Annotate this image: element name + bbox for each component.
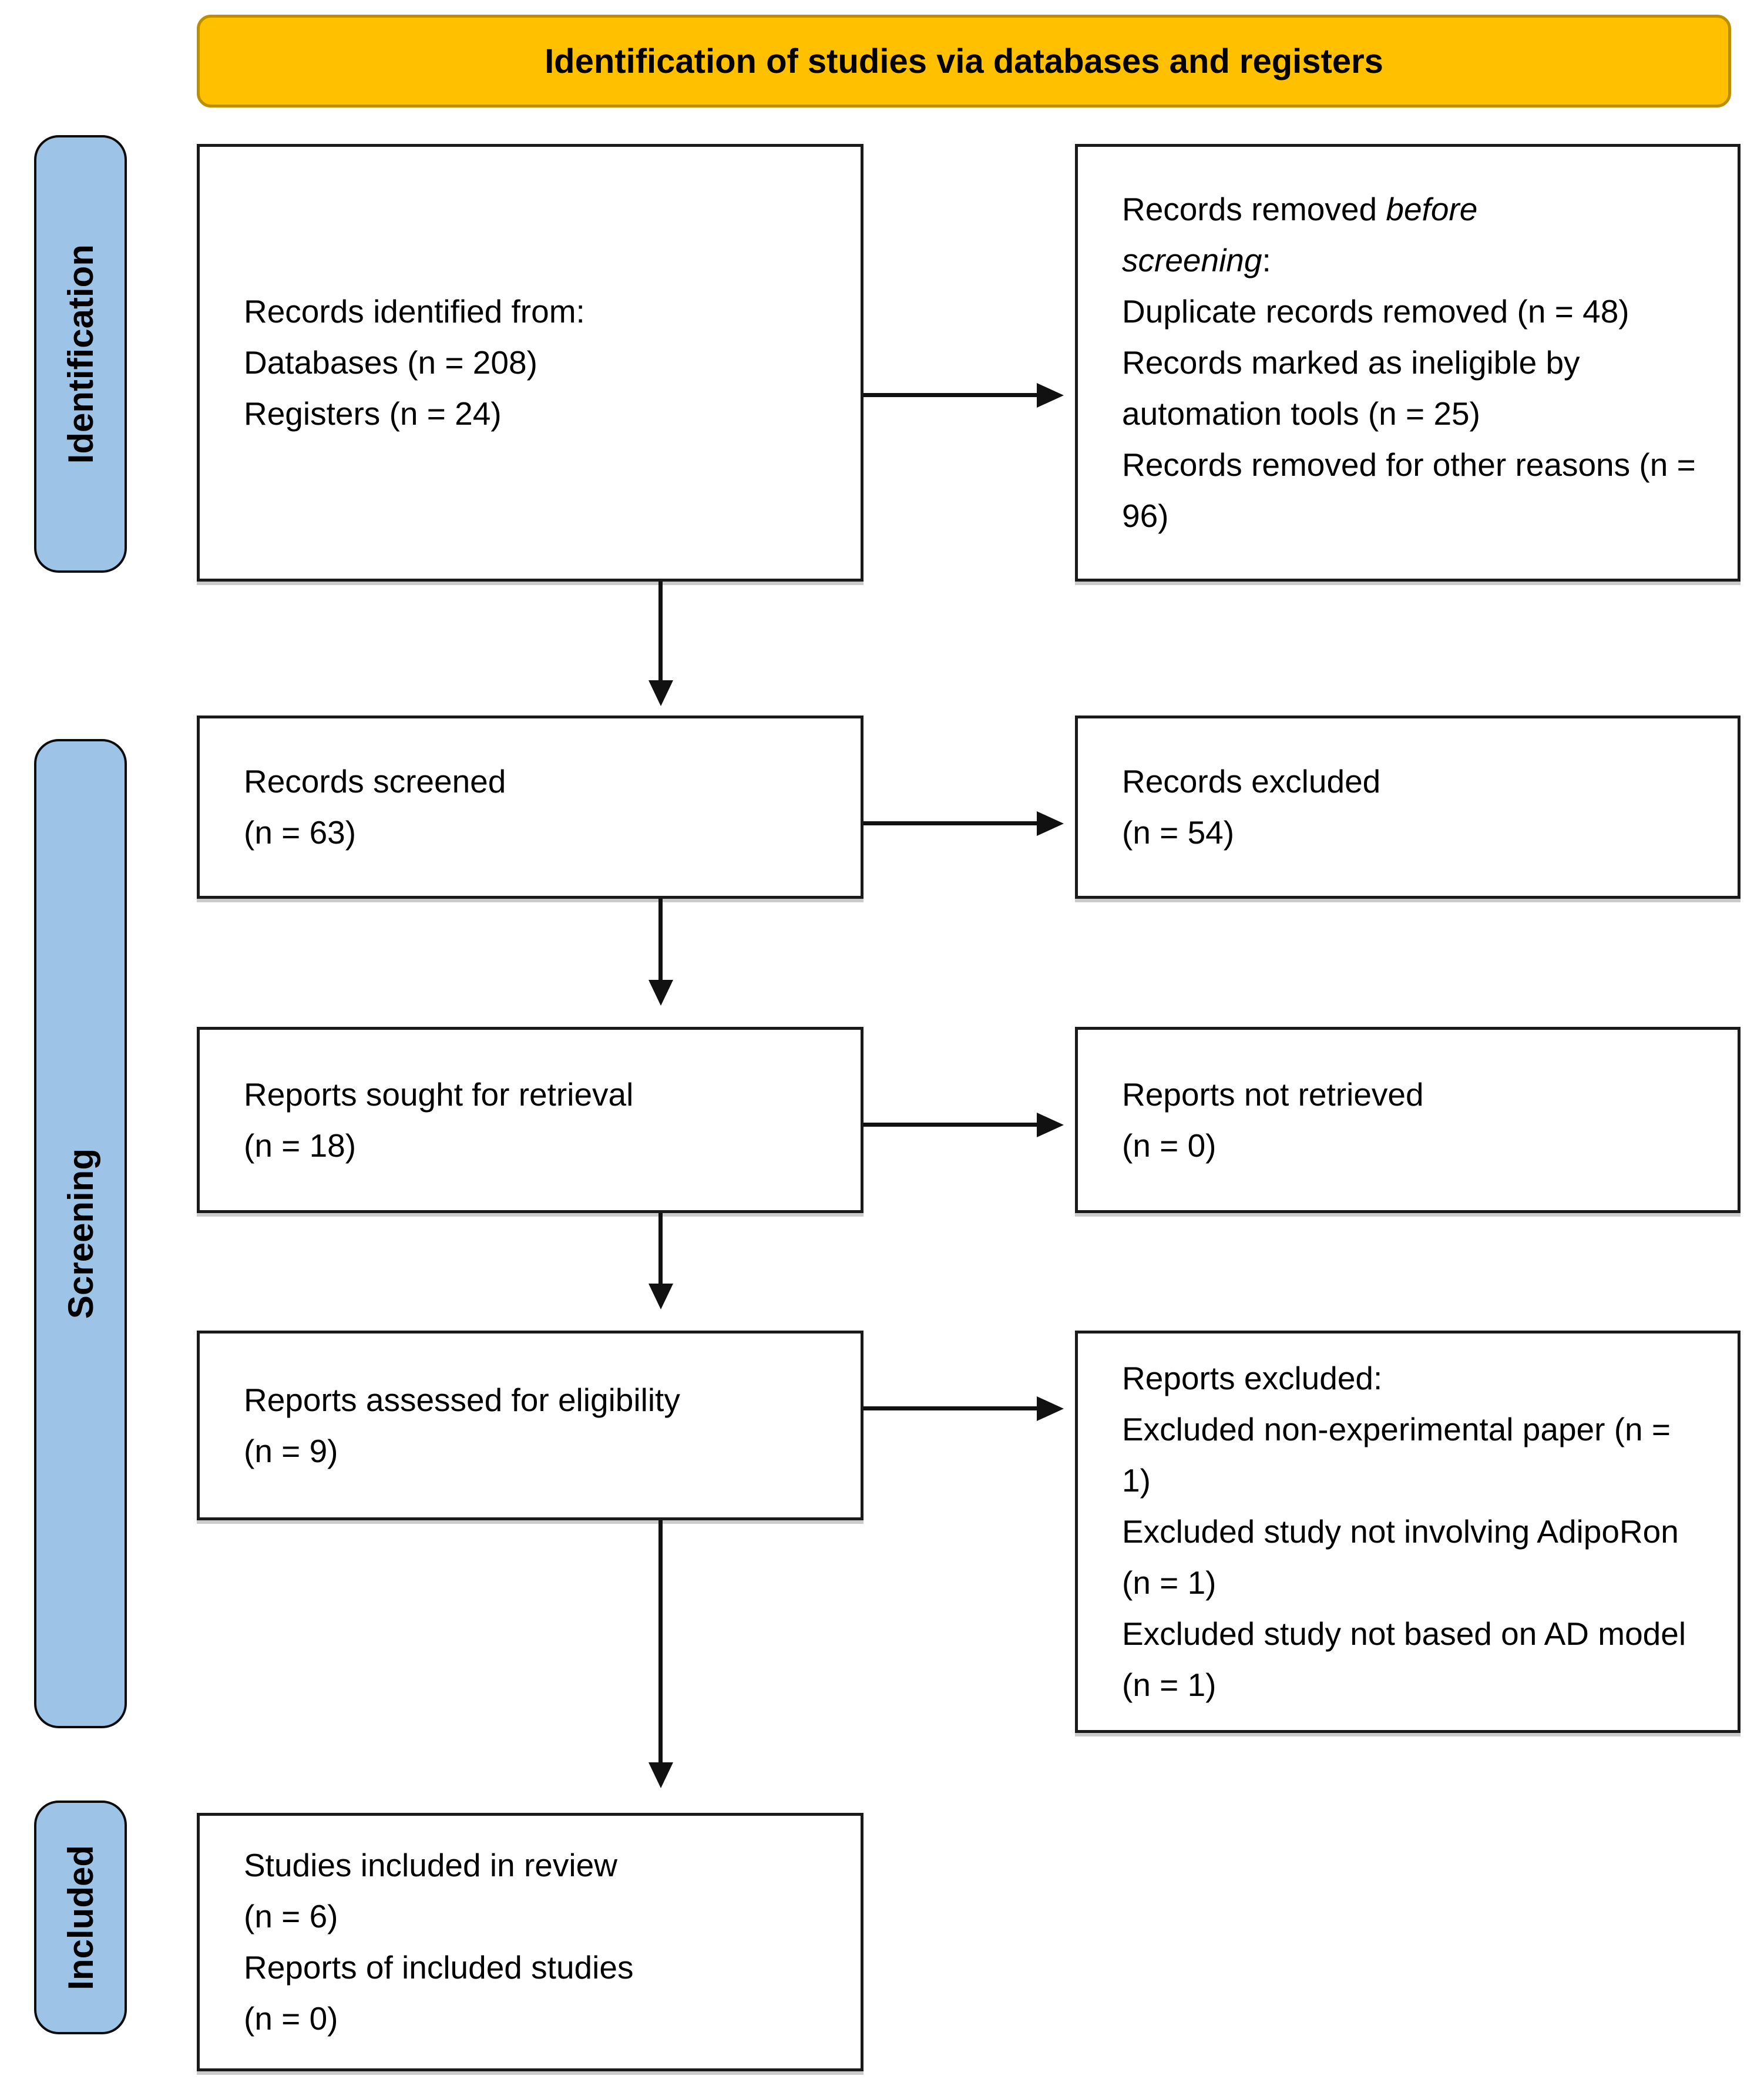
box-records-identified: Records identified from: Databases (n = … <box>197 144 863 582</box>
text-line: Reports not retrieved <box>1122 1076 1424 1113</box>
text-line: Records marked as ineligible by automati… <box>1122 344 1580 432</box>
arrow-right-head-4 <box>1037 1396 1064 1421</box>
text-segment-italic: before <box>1386 191 1478 228</box>
text-segment: Records removed <box>1122 191 1386 228</box>
arrow-down-line-4 <box>658 1520 663 1762</box>
stage-label-identification: Identification <box>34 135 127 573</box>
arrow-down-line-3 <box>658 1213 663 1284</box>
box-reports-excluded: Reports excluded: Excluded non-experimen… <box>1075 1331 1741 1733</box>
arrow-right-head-1 <box>1037 383 1064 408</box>
stage-label-included: Included <box>34 1801 127 2034</box>
box-reports-not-retrieved: Reports not retrieved (n = 0) <box>1075 1027 1741 1213</box>
box-records-screened: Records screened (n = 63) <box>197 716 863 899</box>
text-line: Records excluded <box>1122 763 1381 800</box>
arrow-down-head-2 <box>649 980 673 1006</box>
text-line: Records removed before <box>1122 184 1708 235</box>
text-line: (n = 18) <box>244 1127 357 1164</box>
diagram-title: Identification of studies via databases … <box>197 15 1731 108</box>
text-line: Databases (n = 208) <box>244 344 537 381</box>
text-line: Excluded non-experimental paper (n = 1) <box>1122 1411 1671 1499</box>
arrow-down-head-4 <box>649 1762 673 1788</box>
text-line: (n = 63) <box>244 814 357 851</box>
text-line: (n = 0) <box>1122 1127 1217 1164</box>
box-reports-sought: Reports sought for retrieval (n = 18) <box>197 1027 863 1213</box>
text-line: Records identified from: <box>244 293 585 330</box>
text-line: Records removed for other reasons (n = 9… <box>1122 446 1696 534</box>
text-line: (n = 0) <box>244 2000 338 2037</box>
text-line: Reports excluded: <box>1122 1360 1383 1397</box>
arrow-down-head-1 <box>649 680 673 706</box>
text-line: (n = 6) <box>244 1898 338 1935</box>
arrow-down-head-3 <box>649 1284 673 1309</box>
arrow-right-line-2 <box>863 821 1037 825</box>
stage-label-screening-text: Screening <box>61 1148 100 1319</box>
arrow-right-line-3 <box>863 1123 1037 1127</box>
text-line: Reports sought for retrieval <box>244 1076 634 1113</box>
text-line: Reports of included studies <box>244 1949 634 1986</box>
text-line: Studies included in review <box>244 1847 617 1884</box>
text-line: Duplicate records removed (n = 48) <box>1122 293 1629 330</box>
text-line: screening: <box>1122 235 1708 286</box>
stage-label-included-text: Included <box>61 1845 100 1990</box>
stage-label-screening: Screening <box>34 739 127 1728</box>
arrow-down-line-2 <box>658 899 663 980</box>
arrow-down-line-1 <box>658 582 663 680</box>
text-line: Excluded study not based on AD model (n … <box>1122 1615 1686 1703</box>
arrow-right-line-1 <box>863 393 1037 397</box>
text-line: Records screened <box>244 763 506 800</box>
text-line: Registers (n = 24) <box>244 395 502 432</box>
arrow-right-head-3 <box>1037 1113 1064 1137</box>
box-records-excluded: Records excluded (n = 54) <box>1075 716 1741 899</box>
box-studies-included: Studies included in review (n = 6) Repor… <box>197 1813 863 2071</box>
text-line: (n = 9) <box>244 1432 338 1469</box>
text-line: Reports assessed for eligibility <box>244 1381 680 1418</box>
box-reports-assessed: Reports assessed for eligibility (n = 9) <box>197 1331 863 1520</box>
text-line: Excluded study not involving AdipoRon (n… <box>1122 1513 1679 1601</box>
arrow-right-line-4 <box>863 1406 1037 1410</box>
text-line: (n = 54) <box>1122 814 1235 851</box>
box-records-removed: Records removed before screening: Duplic… <box>1075 144 1741 582</box>
text-segment-italic: screening <box>1122 242 1262 279</box>
arrow-right-head-2 <box>1037 811 1064 836</box>
stage-label-identification-text: Identification <box>61 244 100 464</box>
text-segment: : <box>1262 242 1271 279</box>
